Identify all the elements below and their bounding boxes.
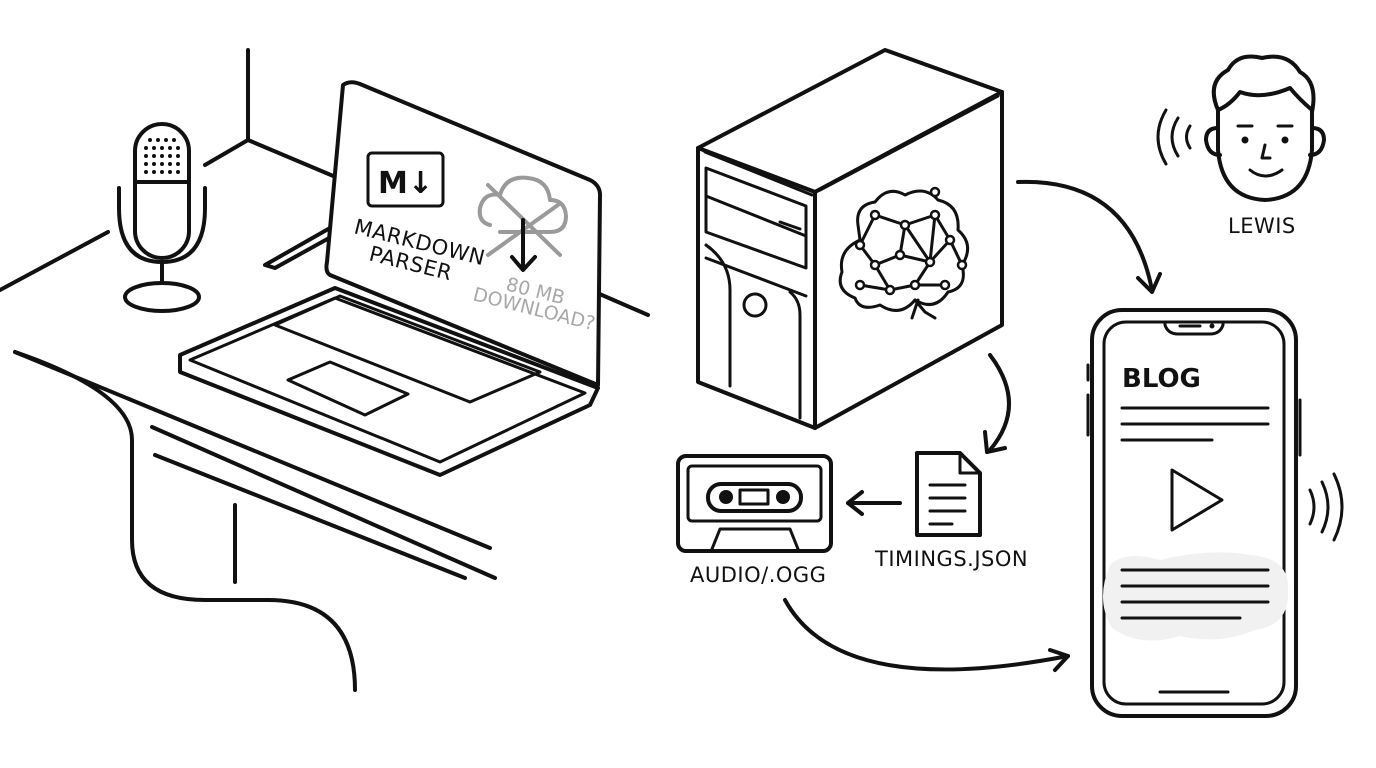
server-front: [696, 146, 817, 430]
server-power-button: [742, 292, 768, 318]
blog-title: BLOG: [1122, 364, 1201, 394]
desk-scene: [0, 48, 650, 692]
arrow-audio-to-phone: [783, 598, 1070, 672]
wall-floor-line-left: [203, 138, 250, 167]
brain-network-icon: [838, 186, 970, 320]
server-tower-icon: [696, 48, 1004, 430]
arrows: [783, 179, 1162, 672]
laptop-trackpad: [286, 360, 410, 417]
desk-front-edge: [13, 350, 492, 550]
cassette-icon: [676, 454, 833, 553]
markdown-logo-text: M↓: [378, 166, 433, 201]
arrow-timings-to-audio: [846, 490, 902, 516]
person-name-label: LEWIS: [1228, 214, 1296, 238]
arrow-server-to-timings: [983, 353, 1011, 454]
desk-front-lower-edge: [150, 425, 497, 580]
document-icon: [915, 451, 982, 537]
audio-label: AUDIO/.OGG: [690, 563, 826, 587]
desk-cable: [13, 350, 357, 692]
cloud-download-icon: [477, 175, 568, 272]
desk-right-edge: [593, 290, 650, 317]
microphone-grille: [144, 138, 180, 174]
arrow-server-to-phone: [1016, 179, 1162, 294]
markdown-icon: M↓: [366, 151, 445, 208]
blog-text-lines-top: [1120, 406, 1270, 442]
wall-floor-line-right: [246, 138, 340, 180]
desk-back-edge: [0, 230, 110, 292]
person-face-icon: [1204, 54, 1326, 202]
laptop-icon: [178, 80, 602, 477]
laptop-base: [178, 286, 600, 477]
timings-label: TIMINGS.JSON: [874, 547, 1028, 571]
laptop-keyboard: [273, 294, 542, 404]
server-vent: [704, 243, 732, 388]
blog-text-lines-bottom: [1120, 568, 1270, 620]
microphone-icon: [117, 122, 207, 313]
laptop-screen: [324, 80, 602, 387]
sound-waves-right-icon: [1308, 472, 1344, 542]
highlight-blob: [1102, 552, 1289, 641]
play-icon[interactable]: [1170, 468, 1224, 532]
speech-waves-left-icon: [1156, 108, 1192, 166]
desk-lip-line: [153, 453, 467, 580]
